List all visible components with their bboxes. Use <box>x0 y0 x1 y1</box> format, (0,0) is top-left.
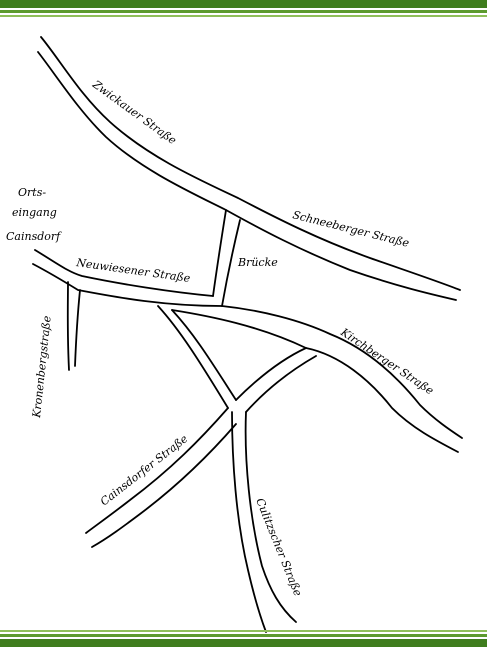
label-cainsdorfer-strasse: Cainsdorfer Straße <box>98 432 191 508</box>
label-bruecke: Brücke <box>237 256 278 269</box>
label-ortseingang-3: Cainsdorf <box>6 230 62 243</box>
label-neuwiesener-strasse: Neuwiesener Straße <box>75 256 192 285</box>
road-cainsdorfer-upper <box>85 407 229 534</box>
road-neuwiesener-lower <box>32 263 223 307</box>
top-green-band <box>0 0 487 8</box>
road-diagonal-left <box>157 305 229 409</box>
top-green-line <box>0 10 487 13</box>
road-neuwiesener-upper <box>34 249 214 297</box>
top-light-green-line <box>0 15 487 17</box>
road-bruecke-right <box>221 219 241 307</box>
label-schneeberger-strasse: Schneeberger Straße <box>291 208 411 250</box>
bottom-green-line <box>0 634 487 637</box>
label-kronenbergstrasse: Kronenbergstraße <box>30 315 54 420</box>
road-kronenberg-left <box>66 281 70 371</box>
road-cainsdorfer-lower <box>91 423 237 548</box>
bottom-light-green-line <box>0 630 487 632</box>
road-kirchberger-upper <box>221 305 463 439</box>
bottom-green-band <box>0 639 487 647</box>
road-zwickauer-schneeberger-upper <box>40 36 461 291</box>
road-culitzscher-right <box>244 411 297 623</box>
road-kronenberg-right <box>74 289 81 367</box>
road-junction-kirchberger-lower <box>245 355 317 413</box>
road-junction-kirchberger <box>235 347 307 401</box>
road-kirchberger-lower <box>305 347 459 453</box>
road-culitzscher-left <box>231 411 267 633</box>
road-diagonal-right <box>171 309 237 401</box>
label-culitzscher-strasse: Culitzscher Straße <box>253 496 304 598</box>
road-bruecke-left <box>212 209 227 297</box>
road-inner-connector <box>171 309 307 349</box>
label-kirchberger-strasse: Kirchberger Straße <box>337 325 436 398</box>
label-ortseingang-1: Orts- <box>18 186 46 199</box>
label-ortseingang-2: eingang <box>12 206 57 219</box>
label-zwickauer-strasse: Zwickauer Straße <box>89 77 179 147</box>
